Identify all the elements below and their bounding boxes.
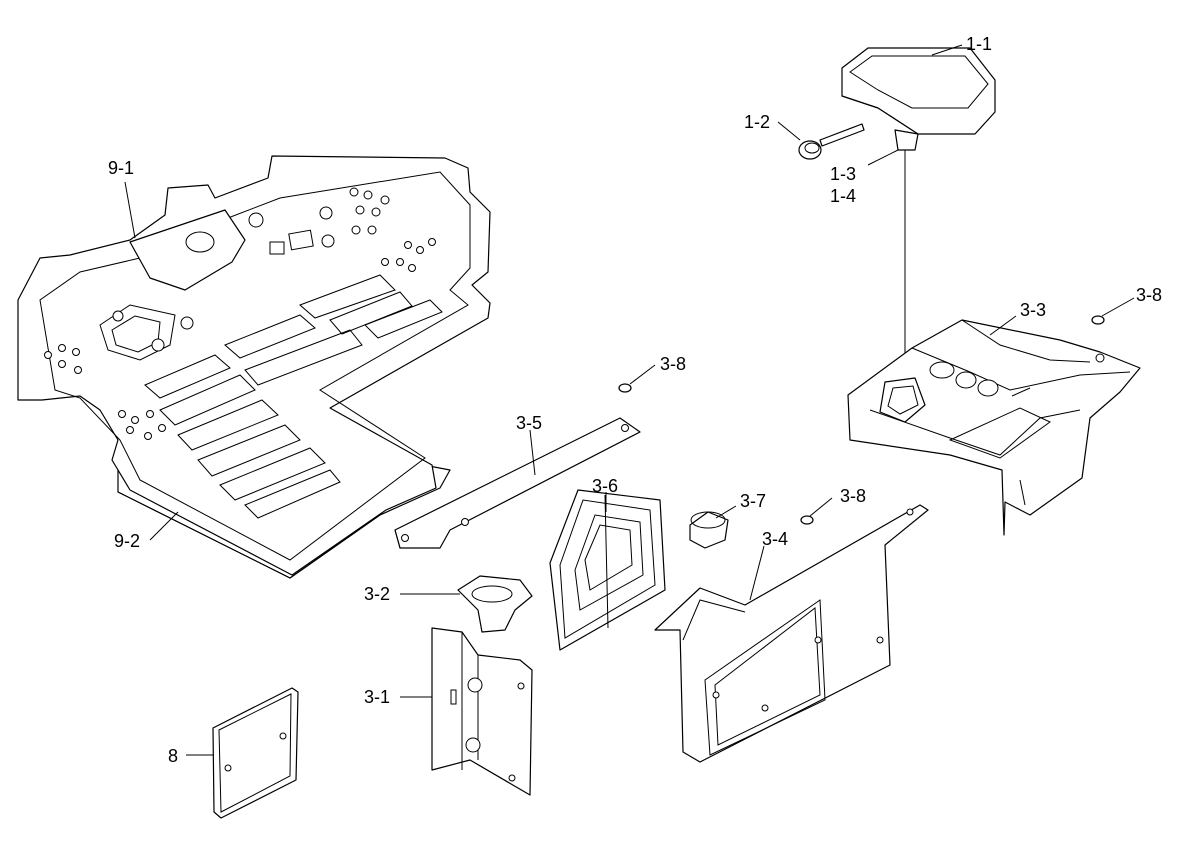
callout-3-2: 3-2 [364, 584, 390, 604]
callout-3-5: 3-5 [516, 413, 542, 433]
bracket-3-5 [394, 417, 641, 549]
floor-plate-assembly [17, 155, 491, 579]
callout-labels: 1-1 1-2 1-3 1-4 3-8 3-3 3-8 3-5 3-6 3-7 … [108, 34, 1162, 766]
cap-3-8-lower [800, 515, 814, 525]
callout-3-7: 3-7 [740, 491, 766, 511]
console-body [847, 319, 1141, 536]
console-3-3 [847, 319, 1141, 536]
callout-1-2: 1-2 [744, 112, 770, 132]
callout-9-2: 9-2 [114, 531, 140, 551]
callout-1-3: 1-3 [830, 164, 856, 184]
floor-plate-9-1 [17, 155, 491, 576]
callout-3-4: 3-4 [762, 529, 788, 549]
grommet-3-7 [689, 511, 729, 549]
armrest-assembly [798, 47, 996, 382]
callout-3-3: 3-3 [1020, 300, 1046, 320]
callout-8: 8 [168, 746, 178, 766]
callout-3-8-upper: 3-8 [660, 354, 686, 374]
callout-3-8-right: 3-8 [1136, 285, 1162, 305]
cap-3-8-upper [618, 383, 632, 393]
callout-1-4: 1-4 [830, 186, 856, 206]
cover-panel-3-6 [549, 489, 666, 651]
cup-holder-3-2 [457, 575, 533, 633]
callout-9-1: 9-1 [108, 158, 134, 178]
small-cover-8 [212, 687, 299, 819]
callout-3-1: 3-1 [364, 687, 390, 707]
side-panel-3-4 [654, 504, 929, 763]
cap-3-8-right [1091, 315, 1105, 325]
callout-3-6: 3-6 [592, 476, 618, 496]
callout-3-8-lower: 3-8 [840, 486, 866, 506]
leader-lines [124, 44, 1135, 756]
callout-1-1: 1-1 [966, 34, 992, 54]
bracket-plate-3-1 [431, 627, 533, 796]
bolt-1-2 [798, 123, 865, 160]
